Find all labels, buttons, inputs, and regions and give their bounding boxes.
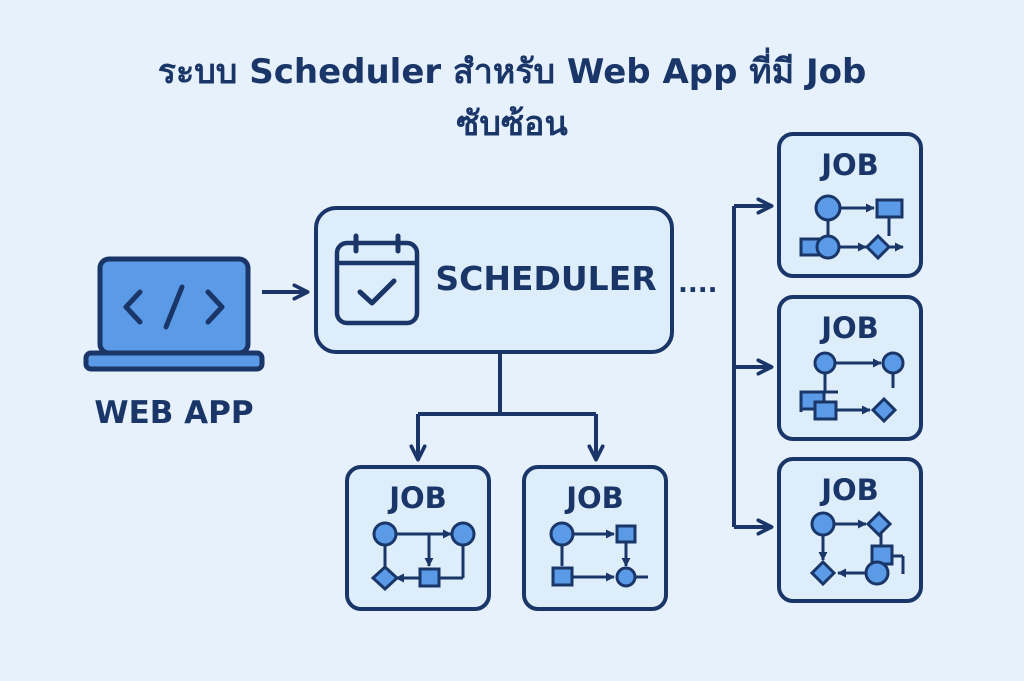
job-label: JOB [564,481,624,515]
job-label: JOB [819,473,879,507]
title-line-1: ระบบ Scheduler สำหรับ Web App ที่มี Job [157,52,867,92]
connector-scheduler-to-bottom-jobs [418,352,596,458]
calendar-check-icon [334,233,420,326]
laptop-icon [83,256,265,372]
connector-scheduler-to-right-jobs [732,206,770,527]
job-node-3: JOB [777,132,923,278]
scheduler-label: SCHEDULER [435,259,656,298]
workflow-icon [799,351,905,424]
page-title: ระบบ Scheduler สำหรับ Web App ที่มี Job … [0,46,1024,150]
workflow-icon [370,521,476,592]
job-node-5: JOB [777,457,923,603]
job-label: JOB [819,311,879,345]
job-node-2: JOB [522,465,668,611]
job-node-1: JOB [345,465,491,611]
web-app-node: WEB APP [83,256,265,431]
job-label: JOB [387,481,447,515]
scheduler-dots: .... [678,269,718,299]
workflow-icon [799,194,904,261]
title-line-2: ซับซ้อน [456,104,568,144]
workflow-icon [549,521,648,588]
job-label: JOB [819,148,879,182]
scheduler-node: SCHEDULER [314,206,674,354]
workflow-icon [809,510,905,587]
web-app-label: WEB APP [94,395,253,431]
job-node-4: JOB [777,295,923,441]
